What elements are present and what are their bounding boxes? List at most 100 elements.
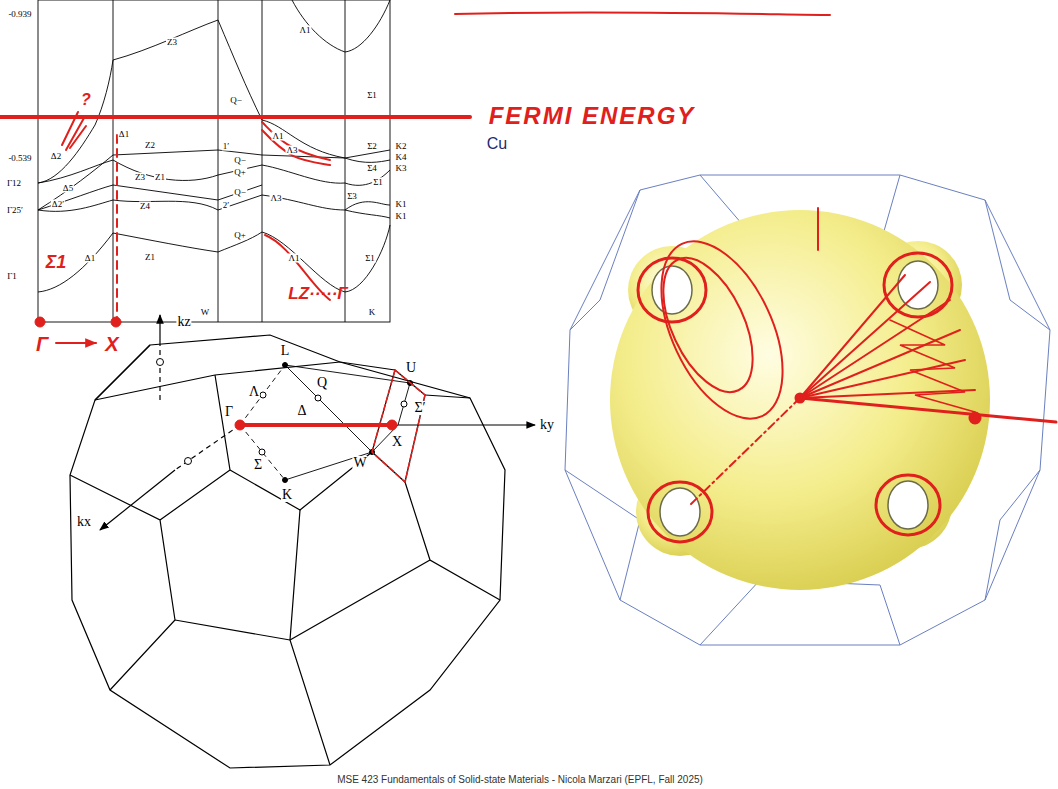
bz-edge bbox=[230, 452, 372, 510]
band-structure bbox=[38, 0, 390, 322]
slide-footer: MSE 423 Fundamentals of Solid-state Mate… bbox=[337, 775, 703, 785]
band-label: 1′ bbox=[222, 142, 230, 151]
axis-value: -0.539 bbox=[7, 154, 32, 163]
brillouin-zone bbox=[70, 315, 535, 768]
bz-point-label: K bbox=[281, 488, 293, 502]
band-label: Λ3 bbox=[285, 146, 298, 155]
red-annotation bbox=[0, 12, 830, 343]
band-curve bbox=[38, 233, 113, 292]
band-label: K bbox=[368, 308, 377, 317]
bz-edge bbox=[565, 175, 1050, 645]
band-curve bbox=[345, 150, 390, 158]
band-curve bbox=[218, 150, 262, 155]
panel-divider bbox=[345, 0, 346, 322]
band-curve bbox=[345, 0, 390, 52]
neck-hole bbox=[660, 488, 700, 536]
band-curve bbox=[38, 155, 113, 210]
band-label: Γ25′ bbox=[6, 206, 24, 215]
band-curve bbox=[38, 185, 113, 210]
band-label: Δ2 bbox=[50, 152, 62, 161]
band-curve bbox=[345, 225, 390, 292]
band-label: Δ5 bbox=[62, 184, 74, 193]
wedge-line bbox=[398, 383, 410, 425]
neck-hole bbox=[888, 481, 928, 529]
bz-point-label: L bbox=[280, 344, 291, 358]
band-curve bbox=[218, 20, 262, 120]
radial-line bbox=[800, 282, 930, 398]
bz-point-label: Q bbox=[316, 376, 328, 390]
bz-edge bbox=[565, 470, 640, 600]
bz-edge bbox=[70, 475, 175, 690]
band-label: K1 bbox=[395, 200, 408, 209]
band-curve bbox=[38, 200, 113, 211]
point-marker bbox=[401, 401, 407, 407]
bz-edge bbox=[70, 335, 505, 768]
wedge-line bbox=[285, 365, 410, 383]
point-marker bbox=[259, 449, 265, 455]
red-scribble bbox=[62, 112, 86, 150]
band-label: Q− bbox=[229, 96, 243, 105]
bz-edge bbox=[985, 200, 1050, 330]
band-label: Σ2 bbox=[366, 142, 378, 151]
band-label: Γ1 bbox=[6, 272, 18, 281]
center-dot bbox=[796, 394, 804, 402]
band-curve bbox=[113, 185, 218, 200]
band-label: Σ1 bbox=[364, 254, 376, 263]
plot-frame bbox=[38, 0, 390, 322]
bz-point-label: Σ bbox=[253, 458, 263, 472]
bz-point-label: kz bbox=[176, 315, 191, 329]
band-curve bbox=[113, 233, 218, 252]
band-label: Λ1 bbox=[298, 26, 311, 35]
band-label: Λ3 bbox=[269, 194, 282, 203]
band-trace bbox=[262, 122, 330, 165]
wedge-line bbox=[285, 365, 372, 452]
radial-line bbox=[800, 275, 905, 398]
bz-edge bbox=[425, 395, 470, 398]
orbit-ellipse bbox=[637, 223, 808, 437]
band-curve bbox=[345, 158, 390, 162]
band-label: Z3 bbox=[166, 38, 178, 47]
axis-arrow bbox=[100, 470, 175, 530]
symmetry-point bbox=[157, 359, 413, 483]
band-curve bbox=[218, 185, 262, 200]
panel-divider bbox=[113, 0, 114, 322]
band-curve bbox=[292, 0, 345, 52]
band-label: Γ12 bbox=[6, 179, 22, 188]
point-marker bbox=[260, 392, 266, 398]
band-label: Σ1 bbox=[372, 178, 384, 187]
handwritten-note: ? bbox=[81, 92, 91, 108]
band-curve bbox=[113, 200, 218, 210]
handwritten-note: Σ1 bbox=[46, 253, 67, 271]
bz-point-label: kx bbox=[76, 515, 92, 529]
band-label: Z1 bbox=[154, 173, 166, 182]
bz-edge bbox=[340, 362, 395, 370]
band-label: K4 bbox=[395, 153, 408, 162]
wedge-line bbox=[240, 365, 285, 425]
bz-edge bbox=[95, 345, 150, 400]
red-dot bbox=[235, 420, 245, 430]
radial-line bbox=[800, 398, 1056, 422]
band-label: Q− bbox=[233, 188, 247, 197]
red-mark bbox=[817, 208, 819, 250]
red-dot bbox=[970, 413, 980, 423]
point-marker bbox=[185, 458, 192, 465]
band-label: Λ1 bbox=[271, 132, 284, 141]
band-label: K1 bbox=[395, 212, 408, 221]
band-label: Q+ bbox=[233, 168, 247, 177]
dashed-marker bbox=[116, 135, 118, 320]
bz-point-label: Σ′ bbox=[413, 401, 426, 415]
radial-line bbox=[800, 300, 950, 398]
orbit-ellipse bbox=[645, 245, 771, 406]
band-curve bbox=[345, 202, 390, 210]
bz-edge bbox=[160, 375, 230, 520]
bz-edge bbox=[405, 482, 500, 600]
fermi-sphere bbox=[610, 210, 990, 590]
bz-edge bbox=[570, 190, 640, 330]
band-curve bbox=[262, 155, 345, 158]
band-label: Z3 bbox=[134, 173, 146, 182]
radial-line bbox=[690, 398, 800, 505]
axis-arrow bbox=[159, 315, 160, 345]
panel-divider bbox=[218, 0, 219, 322]
bz-point-label: Λ bbox=[248, 385, 260, 399]
